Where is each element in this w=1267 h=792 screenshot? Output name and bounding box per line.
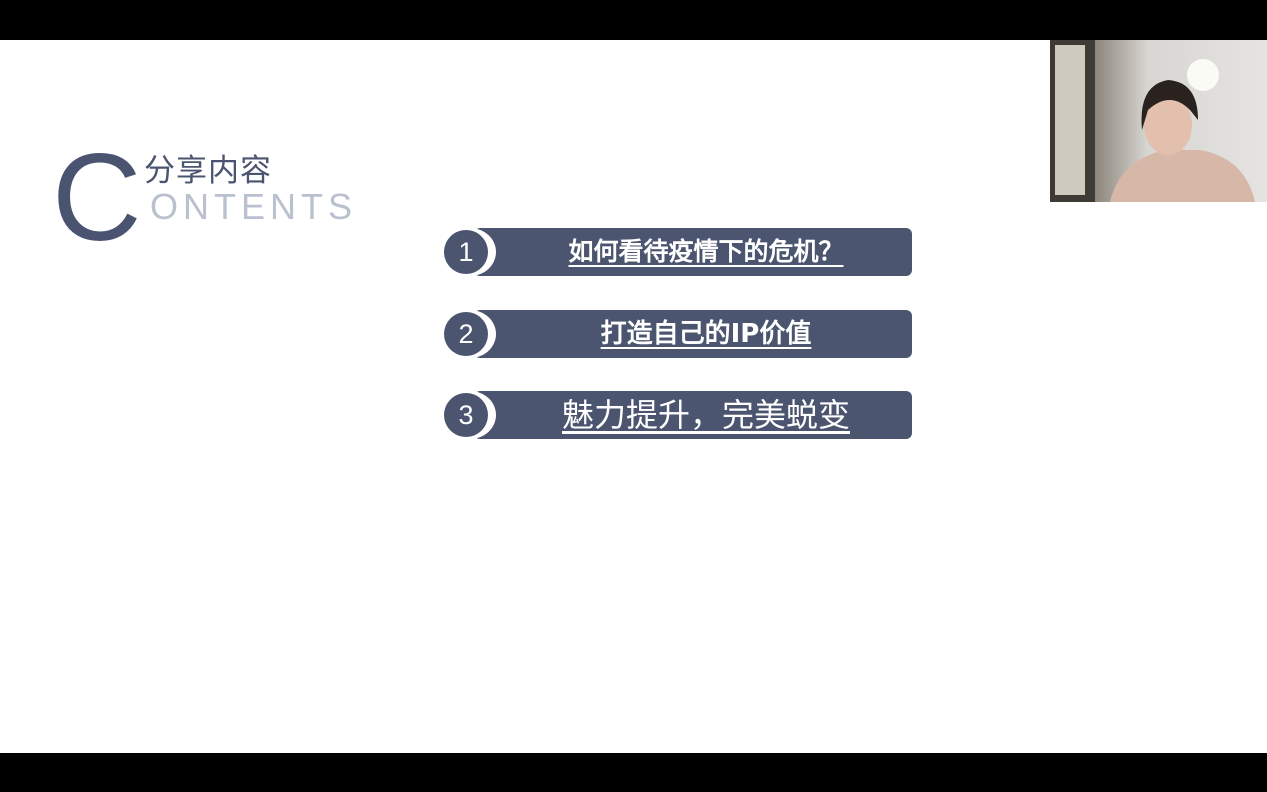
contents-item-1: 1 如何看待疫情下的危机？	[444, 228, 912, 276]
webcam-video-thumbnail[interactable]	[1050, 40, 1267, 202]
title-english: ONTENTS	[150, 186, 358, 227]
presenter-video-icon	[1050, 40, 1255, 202]
contents-item-2: 2 打造自己的IP价值	[444, 310, 912, 358]
item-label: 魅力提升，完美蜕变	[561, 396, 850, 434]
bottom-letterbox	[0, 753, 1267, 792]
item-label: 打造自己的IP价值	[600, 319, 812, 349]
contents-item-3: 3 魅力提升，完美蜕变	[444, 391, 912, 439]
item-number: 1	[444, 230, 488, 274]
item-label: 如何看待疫情下的危机？	[568, 237, 844, 266]
item-number: 2	[444, 312, 488, 356]
top-letterbox	[0, 0, 1267, 40]
item-number: 3	[444, 393, 488, 437]
title-big-letter: C	[52, 129, 142, 267]
title-chinese: 分享内容	[144, 153, 272, 189]
